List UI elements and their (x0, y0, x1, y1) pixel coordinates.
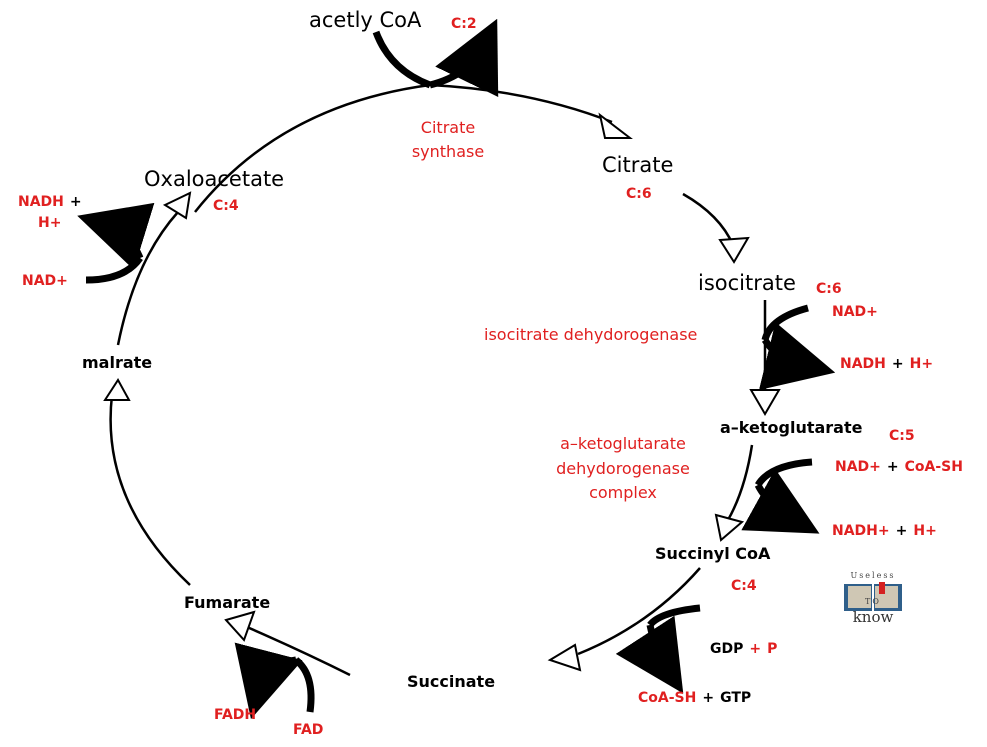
fad-in-arrow (293, 657, 315, 713)
arrowhead-citrate (598, 112, 633, 139)
arc-akg-succinylcoa (726, 444, 754, 521)
carbon-acetyl-coa: C:2 (451, 16, 477, 32)
cofactor-fad: FAD (293, 722, 323, 738)
logo-bookmark-icon (879, 582, 885, 594)
cofactor-nadh-h-akg: NADH++H+ (832, 523, 937, 539)
cofactor-nad-isocitrate: NAD+ (832, 304, 878, 320)
arc-malate-oxaloacetate (116, 211, 179, 346)
logo-bottom-text: know (853, 608, 894, 626)
arc-citrate-isocitrate (682, 192, 735, 246)
useless-to-know-logo: Useless TO know (844, 571, 902, 626)
arrowhead-fumarate (224, 610, 256, 642)
nadh-out-arrow-malate (77, 202, 155, 270)
nad-in-arrow-isocitrate (761, 304, 809, 342)
logo-mid-text: TO (865, 597, 881, 606)
carbon-oxaloacetate: C:4 (213, 198, 239, 214)
enzyme-akg-dh-line1: a–ketoglutarate (560, 434, 686, 453)
carbon-citrate: C:6 (626, 186, 652, 202)
isocitrate-label: isocitrate (698, 271, 796, 295)
succinyl-coa-label: Succinyl CoA (655, 544, 771, 563)
fadh-out-arrow (234, 642, 303, 720)
gtp-out-arrow (615, 615, 684, 694)
acetylcoa-in-arrow (372, 30, 432, 89)
cofactor-fadh: FADH (214, 707, 256, 723)
nadh-out-arrow-akg (741, 469, 820, 534)
enzyme-akg-dh-line3: complex (589, 483, 657, 502)
arrowhead-oxaloacetate (162, 191, 192, 220)
arrowhead-succinate (547, 643, 582, 672)
cofactor-coash-gtp: CoA-SH+GTP (638, 690, 751, 706)
nad-in-arrow-malate (85, 255, 143, 284)
acetylcoa-out-arrow (429, 18, 499, 98)
arc-fumarate-malate (109, 394, 191, 586)
enzyme-citrate-synthase-line1: Citrate (421, 118, 475, 137)
logo-top-text: Useless (850, 571, 895, 580)
arrowhead-isocitrate (718, 236, 750, 264)
arc-acetylcoa-citrate (429, 83, 613, 124)
cofactor-h-malate: H+ (38, 215, 61, 231)
cofactor-nadh-malate: NADH+ (18, 194, 82, 210)
fumarate-label: Fumarate (184, 593, 270, 612)
enzyme-akg-dh-line2: dehydorogenase (556, 459, 690, 478)
side-arrows (77, 18, 836, 720)
oxaloacetate-label: Oxaloacetate (144, 167, 284, 191)
gdp-in-arrow (647, 604, 701, 628)
arrowhead-succinylcoa (714, 513, 745, 542)
arrowhead-malate (103, 378, 131, 401)
succinate-label: Succinate (407, 672, 495, 691)
enzyme-isocitrate-dehydrogenase: isocitrate dehydorogenase (484, 325, 697, 344)
cofactor-gdp-p: GDP+P (710, 641, 777, 657)
arrowhead-akg (749, 389, 781, 416)
citrate-label: Citrate (602, 153, 673, 177)
carbon-succinyl-coa: C:4 (731, 578, 757, 594)
cycle-arrowheads (103, 112, 781, 672)
acetyl-coa-label: acetly CoA (309, 8, 422, 32)
cofactor-nad-malate: NAD+ (22, 273, 68, 289)
malate-label: malrate (82, 353, 152, 372)
cofactor-nad-coash-akg: NAD++CoA-SH (835, 459, 963, 475)
carbon-isocitrate: C:6 (816, 281, 842, 297)
enzyme-citrate-synthase-line2: synthase (412, 142, 484, 161)
a-ketoglutarate-label: a–ketoglutarate (720, 418, 863, 437)
arc-oxaloacetate-acetylcoa (194, 83, 431, 213)
carbon-a-ketoglutarate: C:5 (889, 428, 915, 444)
nadh-out-arrow-isocitrate (758, 322, 836, 391)
nad-in-arrow-akg (755, 458, 813, 488)
logo-book-left-page (848, 586, 871, 608)
cofactor-nadh-h-isocitrate: NADH+H+ (840, 356, 933, 372)
arc-succinate-fumarate (239, 622, 351, 677)
